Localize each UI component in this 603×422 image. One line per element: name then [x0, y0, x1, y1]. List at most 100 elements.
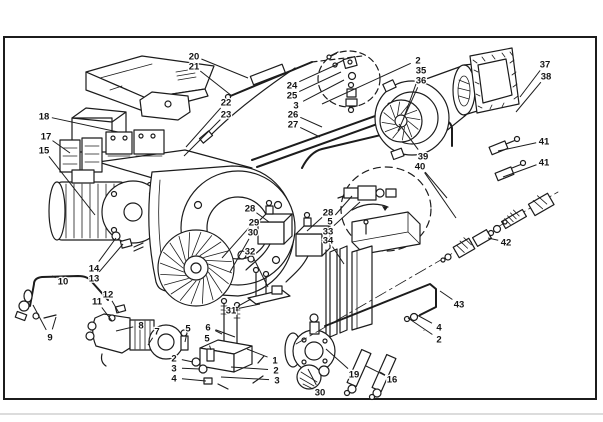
- leader-line: [439, 290, 453, 300]
- leader-line: [253, 257, 269, 288]
- callout-5: 5: [327, 217, 333, 228]
- callout-8: 8: [138, 321, 143, 332]
- callout-6: 6: [205, 323, 210, 334]
- callout-5: 5: [185, 324, 191, 335]
- ignition-cluster: [247, 266, 291, 305]
- leader-line: [397, 87, 419, 132]
- leader-line: [238, 303, 261, 309]
- leader-line: [115, 326, 134, 332]
- leader-line: [199, 70, 233, 97]
- leader-line: [299, 71, 342, 93]
- leader-line: [229, 238, 250, 273]
- callout-17: 17: [41, 132, 52, 143]
- leader-line: [306, 216, 323, 232]
- leader-line: [98, 243, 124, 273]
- flexible-shaft: [224, 55, 363, 101]
- leader-line: [333, 201, 361, 226]
- callout-43: 43: [454, 300, 465, 311]
- callout-2: 2: [415, 56, 420, 67]
- solenoid-valves: [245, 199, 331, 283]
- callout-25: 25: [287, 91, 298, 102]
- callout-20: 20: [189, 52, 200, 63]
- detail-circle-right: [337, 166, 432, 255]
- valve-block: [180, 297, 292, 390]
- control-cable: [198, 67, 296, 144]
- leader-line: [214, 330, 223, 335]
- callout-37: 37: [540, 60, 551, 71]
- callout-12: 12: [103, 290, 114, 301]
- leader-line: [365, 365, 386, 376]
- leader-line: [48, 155, 96, 216]
- callout-9: 9: [47, 333, 52, 344]
- leader-line: [181, 367, 201, 370]
- callout-19: 19: [349, 370, 360, 381]
- callout-32: 32: [245, 247, 256, 258]
- nozzle-line-assembly: [295, 191, 559, 345]
- leader-line: [215, 329, 236, 338]
- callout-28: 28: [245, 204, 256, 215]
- leader-line: [246, 348, 268, 358]
- leader-line: [515, 81, 542, 113]
- leader-line: [32, 304, 47, 331]
- fan-wheel-2: [379, 99, 423, 143]
- leader-line: [321, 62, 411, 105]
- callout-40: 40: [415, 162, 426, 173]
- leader-line: [101, 307, 113, 322]
- callout-13: 13: [89, 274, 100, 285]
- leader-line: [519, 70, 541, 98]
- leader-line: [502, 164, 537, 178]
- callout-5: 5: [204, 334, 210, 345]
- callout-29: 29: [249, 218, 260, 229]
- leader-line: [325, 348, 349, 370]
- leader-line: [424, 171, 448, 199]
- callout-26: 26: [288, 110, 299, 121]
- leader-line: [402, 77, 419, 121]
- filter-pump-unit: [284, 313, 336, 390]
- leader-line: [51, 117, 119, 133]
- callout-3: 3: [293, 101, 298, 112]
- callout-30: 30: [315, 388, 326, 399]
- leader-line: [230, 366, 269, 370]
- callout-42: 42: [501, 238, 512, 249]
- leader-line: [184, 335, 187, 343]
- callout-4: 4: [436, 323, 442, 334]
- callout-15: 15: [39, 146, 50, 157]
- motor-coupling: [111, 231, 144, 252]
- leader-line: [221, 227, 250, 259]
- callout-2: 2: [436, 335, 441, 346]
- leader-line: [307, 368, 317, 386]
- callout-30: 30: [248, 228, 259, 239]
- leader-line: [334, 195, 353, 216]
- leader-line: [51, 316, 57, 330]
- leader-line: [147, 337, 154, 346]
- callout-41: 41: [539, 158, 550, 169]
- callout-1: 1: [272, 356, 278, 367]
- leader-line: [237, 298, 252, 307]
- leader-line: [416, 314, 433, 324]
- callout-10: 10: [58, 277, 69, 288]
- callout-4: 4: [171, 374, 177, 385]
- leader-line: [51, 275, 56, 279]
- leader-line: [111, 300, 120, 314]
- callout-38: 38: [541, 72, 552, 83]
- shield-plates: [325, 245, 373, 341]
- callout-28: 28: [323, 208, 334, 219]
- leader-line: [487, 237, 499, 241]
- callout-11: 11: [92, 297, 103, 308]
- callout-36: 36: [416, 76, 427, 87]
- leader-line: [424, 172, 457, 219]
- callout-27: 27: [288, 120, 299, 131]
- callout-7: 7: [154, 327, 159, 338]
- leader-line: [181, 378, 207, 382]
- callout-24: 24: [287, 81, 298, 92]
- callout-21: 21: [189, 62, 200, 73]
- leader-line: [220, 376, 270, 381]
- leader-line: [299, 63, 339, 83]
- leader-line: [52, 140, 71, 154]
- leader-line: [302, 79, 345, 102]
- callout-2: 2: [273, 366, 278, 377]
- pump-assembly: [85, 304, 184, 367]
- leader-line: [407, 317, 433, 335]
- callout-3: 3: [171, 364, 176, 375]
